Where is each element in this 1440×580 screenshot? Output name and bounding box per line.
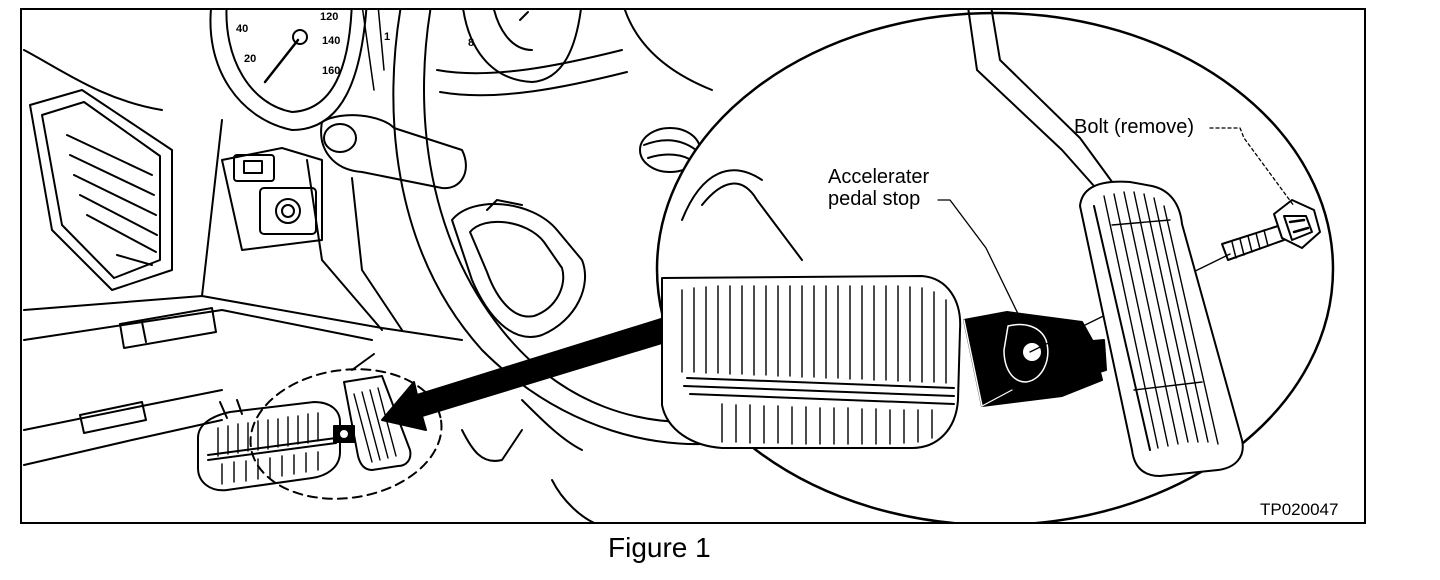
tach-tick: 1 (384, 31, 390, 43)
accelerator-pedal-detail (1079, 180, 1244, 477)
figure-code: TP020047 (1260, 500, 1339, 519)
speedo-tick: 40 (236, 23, 248, 35)
brake-pedal-small (197, 399, 341, 492)
pedal-stop-label-line1: Accelerater (828, 166, 930, 188)
speedo-tick: 120 (320, 11, 338, 23)
figure-caption: Figure 1 (608, 532, 711, 563)
speedo-tick: 140 (322, 35, 340, 47)
air-vent (29, 89, 173, 291)
dash-switch-panel (221, 147, 323, 251)
accelerator-pedal-stop (963, 311, 1107, 407)
accelerator-pedal-illustration: 40 20 120 140 160 8 1 (23, 10, 1335, 522)
brake-pedal-detail (661, 275, 962, 449)
figure-frame: 40 20 120 140 160 8 1 (20, 8, 1366, 524)
column-shroud (451, 199, 587, 338)
steering-wheel (392, 10, 743, 446)
dashboard-outline (23, 49, 463, 466)
speedo-tick: 20 (244, 53, 256, 65)
accelerator-pedal-small (333, 353, 412, 471)
callout-arrow (381, 309, 699, 431)
stop-leader-line (937, 199, 1023, 323)
bolt-label: Bolt (remove) (1074, 116, 1195, 138)
bolt-leader-line (1209, 127, 1295, 207)
speedometer: 40 20 120 140 160 (209, 10, 385, 131)
pedal-stop-label-line2: pedal stop (828, 188, 921, 210)
lower-dash-slots (79, 307, 217, 434)
bolt-icon (1221, 199, 1321, 261)
highlight-dashed-circle (249, 368, 443, 500)
tachometer: 8 1 (384, 10, 582, 83)
tach-tick: 8 (468, 37, 474, 49)
wiper-stalk (320, 114, 467, 190)
lower-trim (461, 399, 595, 522)
speedo-tick: 160 (322, 65, 340, 77)
